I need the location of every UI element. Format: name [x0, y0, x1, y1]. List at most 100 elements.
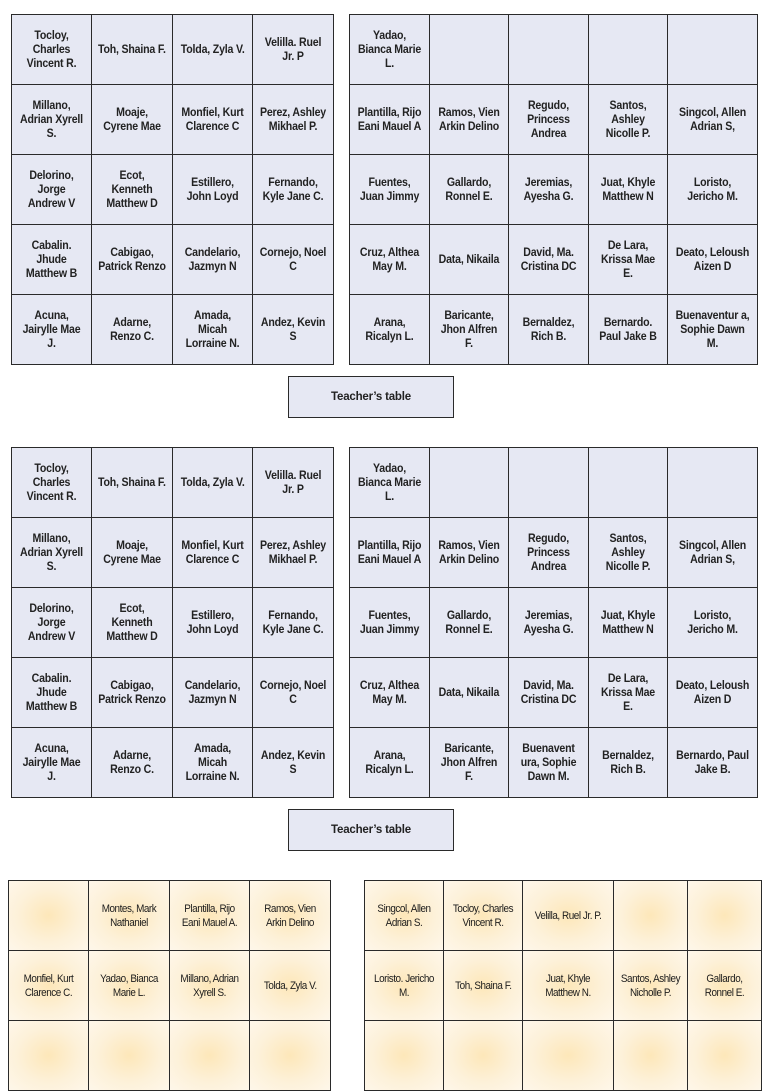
student-name: Candelario, Jazmyn N — [184, 246, 241, 273]
seat-cell: Bernaldez, Rich B. — [509, 295, 589, 365]
student-name: Buenavent ura, Sophie Dawn M. — [520, 742, 577, 783]
student-name: Tocloy, Charles Vincent R. — [452, 902, 514, 929]
student-name: Singcol, Allen Adrian S. — [377, 902, 431, 929]
student-name: Bernaldez, Rich B. — [522, 316, 575, 343]
seat-cell: Jeremias, Ayesha G. — [509, 155, 589, 225]
student-name: Cabalin. Jhude Matthew B — [25, 239, 78, 280]
student-name: Estillero, John Loyd — [186, 609, 239, 636]
seat-cell: Ecot, Kenneth Matthew D — [92, 155, 173, 225]
student-name: Ecot, Kenneth Matthew D — [106, 602, 158, 643]
seat-cell — [250, 1021, 331, 1091]
seat-cell: Velilla. Ruel Jr. P — [253, 15, 334, 85]
seating-chart-1-left-block: Tocloy, Charles Vincent R.Toh, Shaina F.… — [11, 14, 334, 365]
student-name: Ecot, Kenneth Matthew D — [106, 169, 158, 210]
seat-cell — [688, 1021, 762, 1091]
student-name: Gallardo, Ronnel E. — [704, 972, 745, 999]
seat-cell — [668, 15, 758, 85]
seat-cell: Cornejo, Noel C — [253, 225, 334, 295]
student-name: Cornejo, Noel C — [259, 679, 327, 706]
student-name: Velilla. Ruel Jr. P — [264, 469, 322, 496]
student-name: Estillero, John Loyd — [186, 176, 239, 203]
seat-cell: Regudo, Princess Andrea — [509, 85, 589, 155]
student-name: De Lara, Krissa Mae E. — [600, 239, 656, 280]
seat-cell: Perez, Ashley Mikhael P. — [253, 85, 334, 155]
seat-cell: Singcol, Allen Adrian S, — [668, 85, 758, 155]
seat-cell: Cornejo, Noel C — [253, 658, 334, 728]
seat-cell: Velilla. Ruel Jr. P — [253, 448, 334, 518]
seat-cell: Millano, Adrian Xyrell S. — [12, 85, 92, 155]
seat-cell: Montes, Mark Nathaniel — [89, 881, 170, 951]
seat-cell: Loristo, Jericho M. — [668, 588, 758, 658]
student-name: Millano, Adrian Xyrell S. — [180, 972, 239, 999]
seat-cell: Millano, Adrian Xyrell S. — [12, 518, 92, 588]
seat-cell: Singcol, Allen Adrian S. — [365, 881, 444, 951]
student-name: Fernando, Kyle Jane C. — [262, 609, 324, 636]
seat-cell: Adarne, Renzo C. — [92, 295, 173, 365]
seat-cell: Buenaventur a, Sophie Dawn M. — [668, 295, 758, 365]
seat-cell: Ecot, Kenneth Matthew D — [92, 588, 173, 658]
seat-cell: Gallardo, Ronnel E. — [430, 155, 509, 225]
seat-cell: Moaje, Cyrene Mae — [92, 518, 173, 588]
seat-cell: Buenavent ura, Sophie Dawn M. — [509, 728, 589, 798]
seat-cell — [365, 1021, 444, 1091]
seat-cell: Baricante, Jhon Alfren F. — [430, 728, 509, 798]
student-name: Singcol, Allen Adrian S, — [679, 539, 746, 566]
seat-cell — [614, 1021, 688, 1091]
seat-cell: Yadao, Bianca Marie L. — [89, 951, 170, 1021]
seat-cell: Fernando, Kyle Jane C. — [253, 155, 334, 225]
seat-cell: David, Ma. Cristina DC — [509, 225, 589, 295]
student-name: Monfiel, Kurt Clarence C — [181, 539, 244, 566]
seat-cell: Candelario, Jazmyn N — [173, 658, 253, 728]
student-name: Amada, Micah Lorraine N. — [185, 309, 240, 350]
seat-cell: Santos, Ashley Nicolle P. — [589, 518, 668, 588]
student-name: Amada, Micah Lorraine N. — [185, 742, 240, 783]
seat-cell: Tocloy, Charles Vincent R. — [12, 15, 92, 85]
student-name: Andez, Kevin S — [260, 316, 326, 343]
student-name: Fuentes, Juan Jimmy — [359, 609, 420, 636]
seat-cell — [668, 448, 758, 518]
seat-cell: Regudo, Princess Andrea — [509, 518, 589, 588]
student-name: Toh, Shaina F. — [454, 979, 512, 992]
student-name: Moaje, Cyrene Mae — [103, 106, 161, 133]
seat-cell: Data, Nikaila — [430, 658, 509, 728]
seat-cell: Tocloy, Charles Vincent R. — [444, 881, 523, 951]
seat-cell — [89, 1021, 170, 1091]
seat-cell: Singcol, Allen Adrian S, — [668, 518, 758, 588]
seat-cell: Perez, Ashley Mikhael P. — [253, 518, 334, 588]
seat-cell: Gallardo, Ronnel E. — [688, 951, 762, 1021]
student-name: Acuna, Jairylle Mae J. — [22, 742, 81, 783]
seat-cell: De Lara, Krissa Mae E. — [589, 658, 668, 728]
seat-cell — [614, 881, 688, 951]
student-name: Regudo, Princess Andrea — [527, 99, 570, 140]
seat-cell: Millano, Adrian Xyrell S. — [170, 951, 250, 1021]
student-name: Millano, Adrian Xyrell S. — [20, 532, 83, 573]
seat-cell: Fernando, Kyle Jane C. — [253, 588, 334, 658]
seat-cell: Cruz, Althea May M. — [350, 658, 430, 728]
seat-cell: Arana, Ricalyn L. — [350, 295, 430, 365]
student-name: Regudo, Princess Andrea — [527, 532, 570, 573]
student-name: Tolda, Zyla V. — [263, 979, 317, 992]
seat-cell: Ramos, Vien Arkin Delino — [430, 518, 509, 588]
student-name: Monfiel, Kurt Clarence C. — [23, 972, 74, 999]
seat-cell — [509, 448, 589, 518]
student-name: Juat, Khyle Matthew N — [600, 176, 656, 203]
student-name: Deato, Leloush Aizen D — [675, 679, 750, 706]
seat-cell: Baricante, Jhon Alfren F. — [430, 295, 509, 365]
student-name: Tolda, Zyla V. — [180, 43, 245, 56]
seat-cell: Amada, Micah Lorraine N. — [173, 728, 253, 798]
seat-cell: Santos, Ashley Nicholle P. — [614, 951, 688, 1021]
student-name: Tocloy, Charles Vincent R. — [26, 462, 77, 503]
seat-cell: Andez, Kevin S — [253, 295, 334, 365]
seat-cell: Yadao, Bianca Marie L. — [350, 448, 430, 518]
student-name: Andez, Kevin S — [260, 749, 326, 776]
seat-cell: Amada, Micah Lorraine N. — [173, 295, 253, 365]
seat-cell — [430, 15, 509, 85]
seat-cell: Tolda, Zyla V. — [250, 951, 331, 1021]
seat-cell: Cruz, Althea May M. — [350, 225, 430, 295]
seat-cell: Plantilla, Rijo Eani Mauel A — [350, 85, 430, 155]
student-name: Perez, Ashley Mikhael P. — [259, 539, 327, 566]
student-name: Jeremias, Ayesha G. — [523, 176, 574, 203]
student-name: Jeremias, Ayesha G. — [523, 609, 574, 636]
student-name: Loristo, Jericho M. — [687, 176, 738, 203]
student-name: Plantilla, Rijo Eani Mauel A — [357, 539, 422, 566]
